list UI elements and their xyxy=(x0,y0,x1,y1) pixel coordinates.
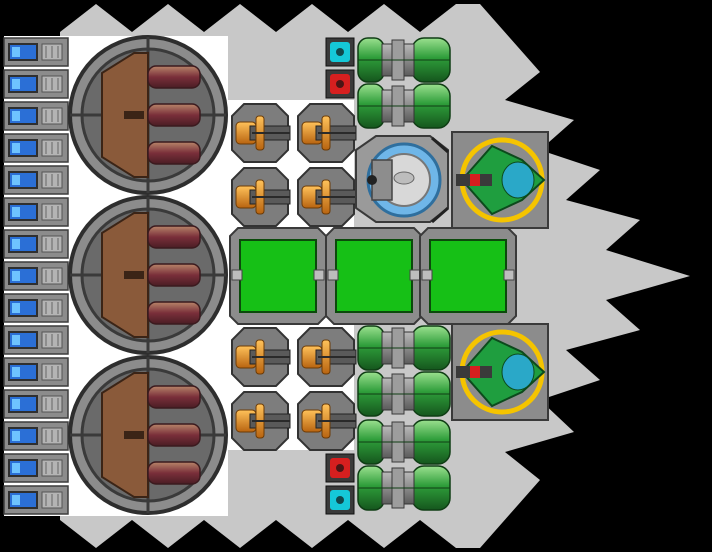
fuel-tank-icon[interactable] xyxy=(357,465,451,511)
battery-cell-icon[interactable] xyxy=(3,357,69,387)
shield-generator-icon[interactable] xyxy=(355,135,449,224)
signal-light-icon[interactable] xyxy=(325,453,355,483)
core-panel-icon[interactable] xyxy=(229,227,327,325)
battery-cell-icon[interactable] xyxy=(3,69,69,99)
gatling-turret-icon[interactable] xyxy=(231,103,291,163)
gatling-turret-icon[interactable] xyxy=(231,167,291,227)
battery-cell-icon[interactable] xyxy=(3,325,69,355)
battery-cell-icon[interactable] xyxy=(3,165,69,195)
gatling-turret-icon[interactable] xyxy=(231,327,291,387)
signal-light-icon[interactable] xyxy=(325,485,355,515)
battery-cell-icon[interactable] xyxy=(3,453,69,483)
battery-cell-icon[interactable] xyxy=(3,133,69,163)
fuel-tank-group xyxy=(357,37,451,511)
gatling-turret-icon[interactable] xyxy=(231,391,291,451)
core-panel-group xyxy=(229,227,517,325)
fuel-tank-icon[interactable] xyxy=(357,83,451,129)
battery-cell-icon[interactable] xyxy=(3,421,69,451)
thruster-ring-icon[interactable] xyxy=(68,35,228,195)
fighter-drone-icon[interactable] xyxy=(451,131,549,229)
battery-cell-icon[interactable] xyxy=(3,293,69,323)
signal-light-icon[interactable] xyxy=(325,69,355,99)
signal-light-icon[interactable] xyxy=(325,37,355,67)
fuel-tank-icon[interactable] xyxy=(357,37,451,83)
core-panel-icon[interactable] xyxy=(419,227,517,325)
gatling-turret-icon[interactable] xyxy=(297,103,357,163)
gatling-turret-icon[interactable] xyxy=(297,327,357,387)
gatling-turret-icon[interactable] xyxy=(297,391,357,451)
battery-cell-icon[interactable] xyxy=(3,389,69,419)
battery-column xyxy=(3,37,69,515)
fighter-bay-group xyxy=(451,131,549,421)
core-panel-icon[interactable] xyxy=(325,227,423,325)
battery-cell-icon[interactable] xyxy=(3,261,69,291)
gatling-turret-group xyxy=(231,103,357,451)
battery-cell-icon[interactable] xyxy=(3,101,69,131)
battery-cell-icon[interactable] xyxy=(3,229,69,259)
thruster-ring-icon[interactable] xyxy=(68,355,228,515)
battery-cell-icon[interactable] xyxy=(3,37,69,67)
gatling-turret-icon[interactable] xyxy=(297,167,357,227)
fuel-tank-icon[interactable] xyxy=(357,419,451,465)
thruster-ring-group xyxy=(68,35,228,515)
fuel-tank-icon[interactable] xyxy=(357,371,451,417)
fighter-drone-icon[interactable] xyxy=(451,323,549,421)
battery-cell-icon[interactable] xyxy=(3,197,69,227)
signal-light-group xyxy=(325,37,355,515)
fuel-tank-icon[interactable] xyxy=(357,325,451,371)
battery-cell-icon[interactable] xyxy=(3,485,69,515)
thruster-ring-icon[interactable] xyxy=(68,195,228,355)
